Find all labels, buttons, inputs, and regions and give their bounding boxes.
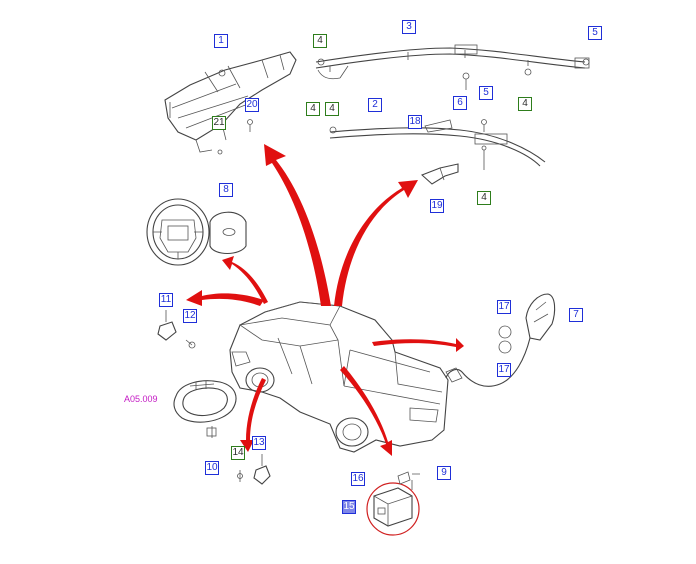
callout-17-bottom: 17: [497, 363, 511, 377]
callout-17-top: 17: [497, 300, 511, 314]
callout-5-right: 5: [588, 26, 602, 40]
arrow-to-curtain-airbag: [334, 180, 418, 306]
callout-20: 20: [245, 98, 259, 112]
bracket-19: [420, 163, 459, 185]
sensor-13: [253, 454, 271, 485]
callout-13: 13: [252, 436, 266, 450]
callout-16: 16: [351, 472, 365, 486]
callout-7: 7: [569, 308, 583, 322]
callout-9: 9: [437, 466, 451, 480]
restraint-control-module: [366, 471, 420, 536]
callout-2: 2: [368, 98, 382, 112]
trim-bezel: [173, 380, 237, 438]
driver-airbag: [209, 211, 247, 255]
arrow-to-steering-wheel: [222, 256, 268, 304]
callout-3: 3: [402, 20, 416, 34]
callout-19: 19: [430, 199, 444, 213]
side-airbag-module: [525, 293, 556, 341]
callout-6: 6: [453, 96, 467, 110]
red-arrows: [186, 144, 464, 456]
callout-4-mid: 4: [325, 102, 339, 116]
curtain-airbag-upper: [315, 44, 590, 90]
callout-14: 14: [231, 446, 245, 460]
callout-4-bottom: 4: [477, 191, 491, 205]
curtain-airbag-lower: [329, 119, 546, 170]
callout-10: 10: [205, 461, 219, 475]
arrow-to-side-airbag: [372, 338, 464, 352]
bolt-12: [185, 339, 196, 349]
callout-15: 15: [342, 500, 356, 514]
callout-4-right: 4: [518, 97, 532, 111]
callout-4-left: 4: [306, 102, 320, 116]
callout-5-mid: 5: [479, 86, 493, 100]
bolt-14: [237, 470, 243, 482]
arrow-to-sensor-13: [240, 378, 266, 452]
pickup-truck: [229, 301, 449, 453]
callout-8: 8: [219, 183, 233, 197]
impact-sensor-11: [157, 310, 177, 341]
callout-11: 11: [159, 293, 173, 307]
knee-bolster-bracket: [164, 51, 297, 155]
callout-4-top-left: 4: [313, 34, 327, 48]
callout-21: 21: [212, 116, 226, 130]
arrow-to-control-module: [340, 366, 392, 456]
steering-wheel: [146, 198, 210, 266]
arrow-to-sensor-11: [186, 290, 264, 306]
callout-12: 12: [183, 309, 197, 323]
reference-label-a05: A05.009: [124, 394, 158, 404]
callout-18: 18: [408, 115, 422, 129]
sensor-harness: [445, 325, 531, 387]
callout-1: 1: [214, 34, 228, 48]
arrow-to-knee-bracket: [264, 144, 331, 306]
